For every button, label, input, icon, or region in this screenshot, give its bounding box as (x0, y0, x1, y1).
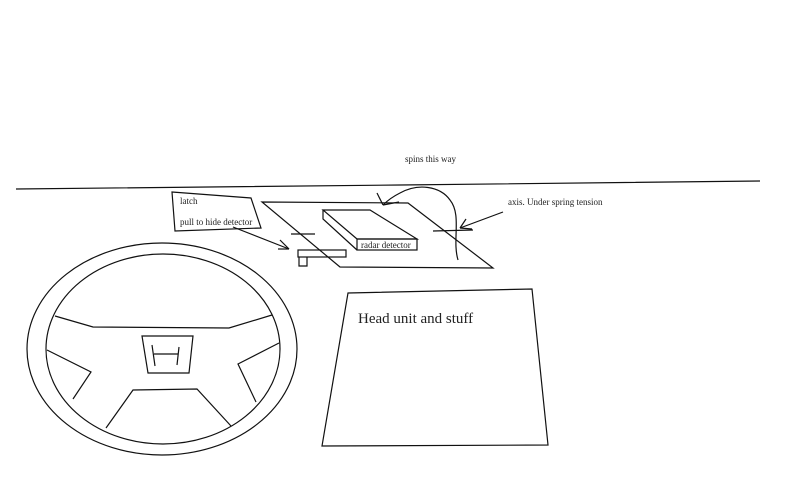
spin-arrow (376, 186, 459, 261)
top-spoke (54, 314, 273, 329)
head-unit-box (321, 288, 549, 447)
radar-detector-box (321, 209, 420, 251)
right-spoke (237, 342, 280, 403)
right-axis-mark (432, 229, 474, 232)
tray-panel (260, 201, 495, 269)
axis-label: axis. Under spring tension (508, 197, 603, 207)
wheel-hub (141, 335, 194, 374)
head-unit-label: Head unit and stuff (358, 311, 473, 327)
left-spoke (46, 349, 92, 400)
axis-arrow (459, 211, 504, 230)
latch-label: latch (180, 196, 198, 206)
bottom-spoke (105, 388, 232, 429)
latch-arrow (232, 226, 290, 250)
dashboard-edge-line (15, 180, 761, 190)
spins-label: spins this way (405, 154, 457, 164)
pull-label: pull to hide detector (180, 217, 252, 227)
latch-note-box (171, 191, 262, 232)
honda-logo-icon (151, 344, 180, 367)
steering-wheel (26, 242, 298, 456)
radar-detector-label: radar detector (361, 240, 411, 250)
latch-piece (297, 249, 347, 267)
